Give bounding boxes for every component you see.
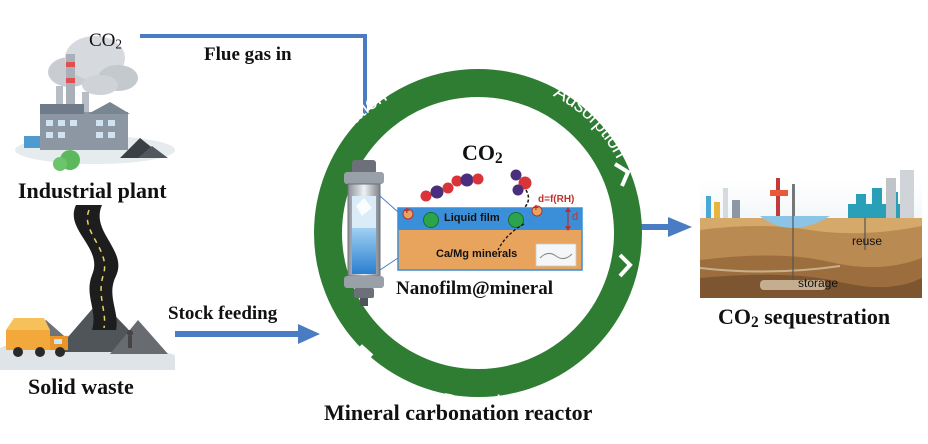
film-thickness-symbol: d: [572, 211, 579, 223]
reactor-title: Mineral carbonation reactor: [324, 400, 593, 425]
co2-sequestration-label: CO2 sequestration: [718, 304, 891, 331]
industrial-plant-label: Industrial plant: [18, 178, 167, 203]
industrial-plant-illustration: [15, 36, 175, 171]
stock-feeding-label: Stock feeding: [168, 303, 278, 324]
sequestration-arrow: [638, 217, 692, 237]
stock-feeding-arrow: [175, 324, 320, 344]
nanofilm-inset: [397, 205, 583, 271]
co2-cloud-label: CO2: [89, 30, 123, 52]
reuse-label: reuse: [852, 234, 883, 248]
charge-plus-left: +: [404, 206, 410, 217]
sequestration-illustration: [699, 170, 922, 298]
solid-waste-illustration: [0, 205, 175, 370]
co2-label: CO2: [462, 140, 503, 167]
flue-gas-label: Flue gas in: [204, 44, 292, 65]
storage-label: storage: [798, 276, 839, 290]
liquid-film-label: Liquid film: [444, 212, 500, 224]
solid-waste-label: Solid waste: [28, 374, 134, 399]
film-thickness-formula: d=f(RH): [538, 194, 575, 205]
nanofilm-mineral-label: Nanofilm@mineral: [396, 278, 553, 299]
charge-plus-right: +: [533, 203, 539, 214]
ca-mg-minerals-label: Ca/Mg minerals: [436, 248, 518, 260]
reactor-column-illustration: [344, 160, 399, 306]
co2-molecules: [420, 169, 532, 218]
